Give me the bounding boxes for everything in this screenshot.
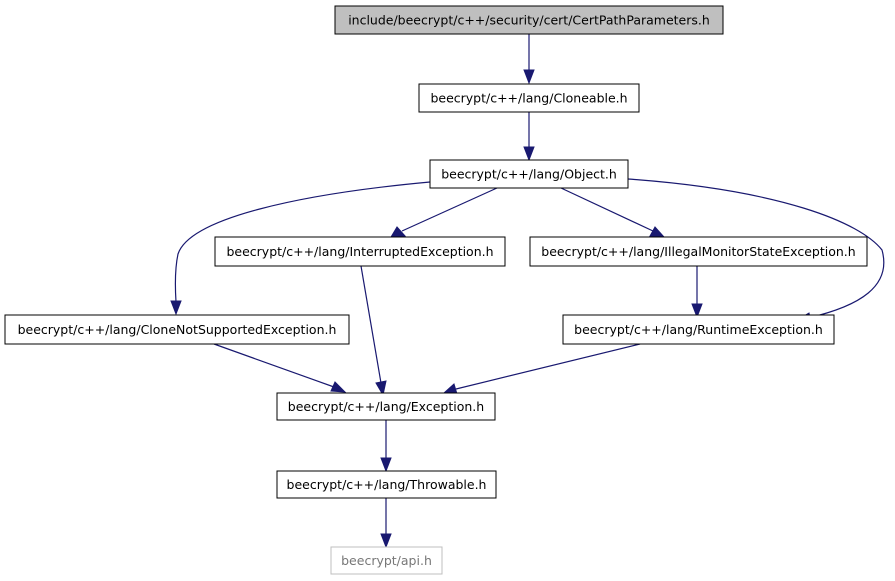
node-certpathparameters: include/beecrypt/c++/security/cert/CertP… (334, 5, 724, 35)
node-throwable-label: beecrypt/c++/lang/Throwable.h (287, 477, 487, 492)
node-illegalmonitorstateexception-label: beecrypt/c++/lang/IllegalMonitorStateExc… (541, 244, 855, 259)
dependency-nodes: include/beecrypt/c++/security/cert/CertP… (4, 5, 868, 575)
node-illegalmonitorstateexception[interactable]: beecrypt/c++/lang/IllegalMonitorStateExc… (529, 236, 868, 267)
edge-object-illegalmonitor (560, 187, 666, 238)
node-certpathparameters-label: include/beecrypt/c++/security/cert/CertP… (348, 13, 710, 28)
node-cloneable[interactable]: beecrypt/c++/lang/Cloneable.h (418, 83, 640, 113)
node-api-label: beecrypt/api.h (341, 553, 432, 568)
edge-object-interrupted (390, 187, 498, 238)
node-object[interactable]: beecrypt/c++/lang/Object.h (429, 159, 629, 189)
edge-certpath-cloneable (523, 34, 535, 85)
edge-exception-throwable (380, 420, 392, 473)
node-interruptedexception[interactable]: beecrypt/c++/lang/InterruptedException.h (214, 236, 506, 267)
node-throwable[interactable]: beecrypt/c++/lang/Throwable.h (276, 470, 497, 499)
node-clonenotsupportedexception-label: beecrypt/c++/lang/CloneNotSupportedExcep… (18, 322, 337, 337)
node-clonenotsupportedexception[interactable]: beecrypt/c++/lang/CloneNotSupportedExcep… (4, 314, 350, 345)
node-api: beecrypt/api.h (330, 546, 443, 575)
edge-illegalmonitor-runtime (691, 266, 703, 319)
edge-object-clonenotsupported (170, 181, 431, 316)
node-exception-label: beecrypt/c++/lang/Exception.h (288, 399, 484, 414)
node-exception[interactable]: beecrypt/c++/lang/Exception.h (276, 392, 496, 421)
edge-cloneable-object (523, 112, 535, 162)
node-interruptedexception-label: beecrypt/c++/lang/InterruptedException.h (226, 244, 493, 259)
edge-runtime-exception (442, 343, 641, 395)
edge-clonenotsupported-exception (213, 343, 347, 393)
node-object-label: beecrypt/c++/lang/Object.h (441, 167, 617, 182)
node-runtimeexception[interactable]: beecrypt/c++/lang/RuntimeException.h (562, 314, 835, 345)
node-runtimeexception-label: beecrypt/c++/lang/RuntimeException.h (574, 322, 823, 337)
node-cloneable-label: beecrypt/c++/lang/Cloneable.h (430, 91, 627, 106)
edge-interrupted-exception (360, 265, 387, 397)
edge-throwable-api (380, 498, 392, 549)
